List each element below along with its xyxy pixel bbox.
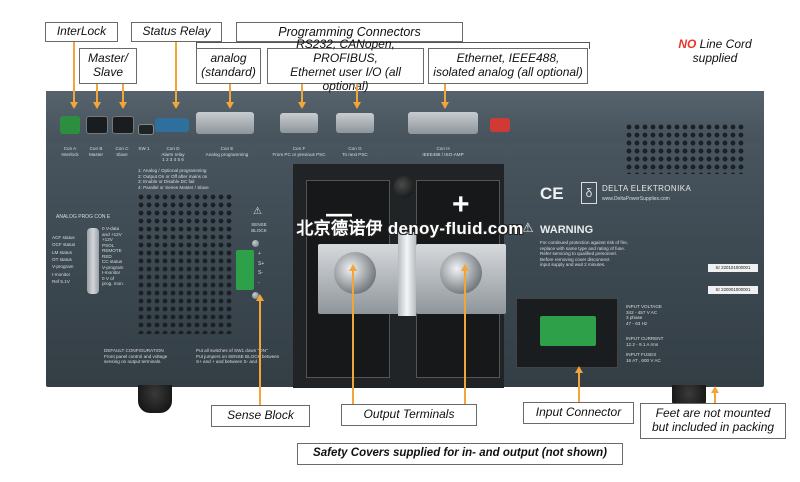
programming-connectors-bracket <box>196 42 590 49</box>
output-leader-right <box>464 270 466 404</box>
con-d-label: Con D Alarm relay 1 2 3 4 5 6 <box>161 146 185 162</box>
negative-terminal-bolt[interactable] <box>334 252 376 294</box>
status-relay-arrow <box>172 102 180 109</box>
sense-fuse-knob <box>394 176 414 198</box>
sense-block-label: SENSE BLOCK <box>251 222 267 233</box>
screw <box>252 292 259 299</box>
ethernet-leader <box>444 84 446 104</box>
con-b-label: Con B Master <box>88 146 104 157</box>
ieee488-connector[interactable] <box>408 112 478 134</box>
positive-terminal-bolt[interactable] <box>440 252 482 294</box>
sense-pin-labels: + S+ S- - <box>258 251 265 286</box>
input-current-text: INPUT CURRENT 12.2 - 9.1 A rms <box>626 336 664 347</box>
no-text: NO <box>678 37 697 51</box>
input-voltage-text: INPUT VOLTAGE 342 - 457 V AC 3 phase 47 … <box>626 304 662 326</box>
analog-callout: analog (standard) <box>196 48 261 84</box>
output-arrow-left <box>349 264 357 271</box>
serial-label-1: Sr 220101000001 <box>708 264 758 272</box>
ethernet-arrow <box>441 102 449 109</box>
delta-logo-icon: δ <box>581 182 597 204</box>
status-relay-callout: Status Relay <box>131 22 222 42</box>
sense-block-arrow <box>256 294 264 301</box>
left-vent <box>138 194 234 334</box>
rs232-leader-right <box>356 84 358 104</box>
sense-block-leader <box>259 300 261 405</box>
con-f-label: Con F From PC or previous PSC <box>272 146 326 157</box>
analog-prog-left-pins: ACF status OCF status LM status OT statu… <box>52 235 76 285</box>
master-slave-callout: Master/ Slave <box>79 48 137 84</box>
analog-prog-db-connector[interactable] <box>87 228 99 294</box>
brand-name: DELTA ELEKTRONIKA <box>602 184 692 193</box>
warning-title: WARNING <box>540 224 594 236</box>
warning-icon: ⚠ <box>522 220 534 235</box>
line-cord-text: Line Cord supplied <box>692 37 752 65</box>
interlock-leader <box>73 42 75 104</box>
minus-sign: — <box>326 198 352 228</box>
analog-prog-title: ANALOG PROG CON E <box>56 214 111 220</box>
put-switches-text: Put all switches of SW1 down "ON" Put ju… <box>196 348 280 364</box>
serial-label-2: Sr 220001000001 <box>708 286 758 294</box>
rs232-arrow-right <box>353 102 361 109</box>
con-a-label: Con A Interlock <box>61 146 79 157</box>
warning-text: For continued protection against risk of… <box>540 240 629 267</box>
con-c-label: Con C Slave <box>115 146 129 157</box>
interlock-callout: InterLock <box>45 22 118 42</box>
feet-leader <box>714 392 716 403</box>
dip-switch-red[interactable] <box>490 118 510 132</box>
top-right-vent <box>626 124 744 174</box>
con-h-label: Con H IEEE488 / ISO-AMP <box>422 146 464 157</box>
con-g-label: Con G To next PSC <box>342 146 368 157</box>
brand-website: www.DeltaPowerSupplies.com <box>602 196 670 202</box>
programming-connectors-callout: Programming Connectors <box>236 22 463 42</box>
alarm-relay-connector[interactable] <box>155 118 189 132</box>
warning-triangle-icon: ⚠ <box>253 206 262 217</box>
analog-arrow <box>226 102 234 109</box>
output-arrow-right <box>461 264 469 271</box>
watermark-text: 北京德诺伊 denoy-fluid.com <box>296 219 524 238</box>
interlock-connector[interactable] <box>60 116 80 134</box>
con-f-connector[interactable] <box>280 113 318 133</box>
output-leader-left <box>352 270 354 404</box>
sw1-dip-switch[interactable] <box>138 124 154 135</box>
analog-prog-right-pins: 0 V-data and +12V +12V PSOL REMOTE RED C… <box>102 226 124 286</box>
ethernet-callout: Ethernet, IEEE488, isolated analog (all … <box>428 48 588 84</box>
sense-block-callout: Sense Block <box>211 405 310 427</box>
analog-programming-connector[interactable] <box>196 112 254 134</box>
rs232-arrow-left <box>298 102 306 109</box>
screw <box>252 240 259 247</box>
con-e-label: Con E Analog programming <box>205 146 249 157</box>
no-line-cord-callout: NO Line Cord supplied <box>660 37 770 66</box>
output-terminals-callout: Output Terminals <box>341 404 477 426</box>
interlock-arrow <box>70 102 78 109</box>
input-connector-leader <box>578 372 580 402</box>
input-fuses-text: INPUT FUSES 16 AT , 600 V AC <box>626 352 661 363</box>
sense-block-connector[interactable] <box>236 250 254 290</box>
master-connector[interactable] <box>86 116 108 134</box>
ce-mark: CE <box>540 184 564 203</box>
con-g-connector[interactable] <box>336 113 374 133</box>
default-configuration-text: DEFAULT CONFIGURATION Front panel contro… <box>104 348 168 364</box>
input-connector[interactable] <box>540 316 596 346</box>
input-connector-callout: Input Connector <box>523 402 634 424</box>
slave-arrow <box>119 102 127 109</box>
sw1-label: SW 1 <box>138 146 150 151</box>
feet-callout: Feet are not mounted but included in pac… <box>640 403 786 439</box>
isolation-barrier <box>398 232 416 316</box>
master-leader <box>96 84 98 104</box>
rs232-leader-left <box>301 84 303 104</box>
plus-sign: + <box>452 188 470 221</box>
sw1-settings-list: 1: Analog / Optional programming 2: Outp… <box>138 168 209 190</box>
safety-covers-callout: Safety Covers supplied for in- and outpu… <box>297 443 623 465</box>
status-relay-leader <box>175 42 177 104</box>
slave-connector[interactable] <box>112 116 134 134</box>
left-foot <box>138 385 172 413</box>
input-connector-arrow <box>575 366 583 373</box>
slave-leader <box>122 84 124 104</box>
master-arrow <box>93 102 101 109</box>
rs232-callout: RS232, CANopen, PROFIBUS, Ethernet user … <box>267 38 424 93</box>
analog-leader <box>229 84 231 104</box>
feet-arrow <box>711 386 719 393</box>
